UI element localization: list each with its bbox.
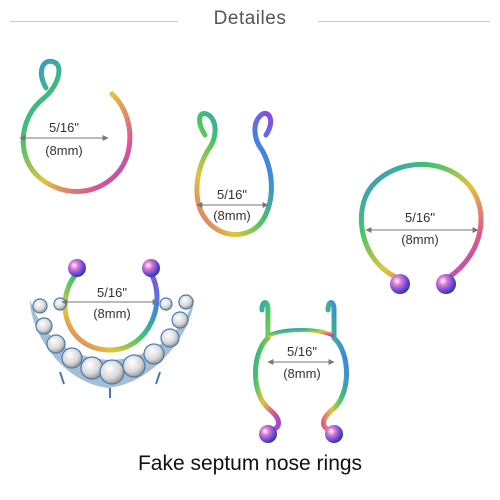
ring-4-size: 5/16" <box>97 285 127 300</box>
ring-open-loop: 5/16" (8mm) <box>19 58 133 194</box>
ring-jeweled-crescent: 5/16" (8mm) <box>30 259 194 398</box>
ring-double-loop: 5/16" (8mm) <box>253 300 349 443</box>
ring-5-metric: (8mm) <box>283 366 321 381</box>
header: Detailes <box>0 8 500 34</box>
ring-2-size: 5/16" <box>217 187 247 202</box>
ring-1-size: 5/16" <box>49 120 79 135</box>
page-title: Detailes <box>213 8 287 29</box>
ring-3-size: 5/16" <box>405 210 435 225</box>
header-divider-left <box>10 21 178 22</box>
ring-3-metric: (8mm) <box>401 232 439 247</box>
ring-5-size: 5/16" <box>287 344 317 359</box>
ring-4-metric: (8mm) <box>93 306 131 321</box>
product-caption: Fake septum nose rings <box>137 452 363 475</box>
ring-1-metric: (8mm) <box>45 143 83 158</box>
ring-horseshoe: 5/16" (8mm) <box>358 161 484 294</box>
ring-2-metric: (8mm) <box>213 208 251 223</box>
ring-u-clip: 5/16" (8mm) <box>194 111 274 237</box>
header-divider-right <box>318 21 490 22</box>
